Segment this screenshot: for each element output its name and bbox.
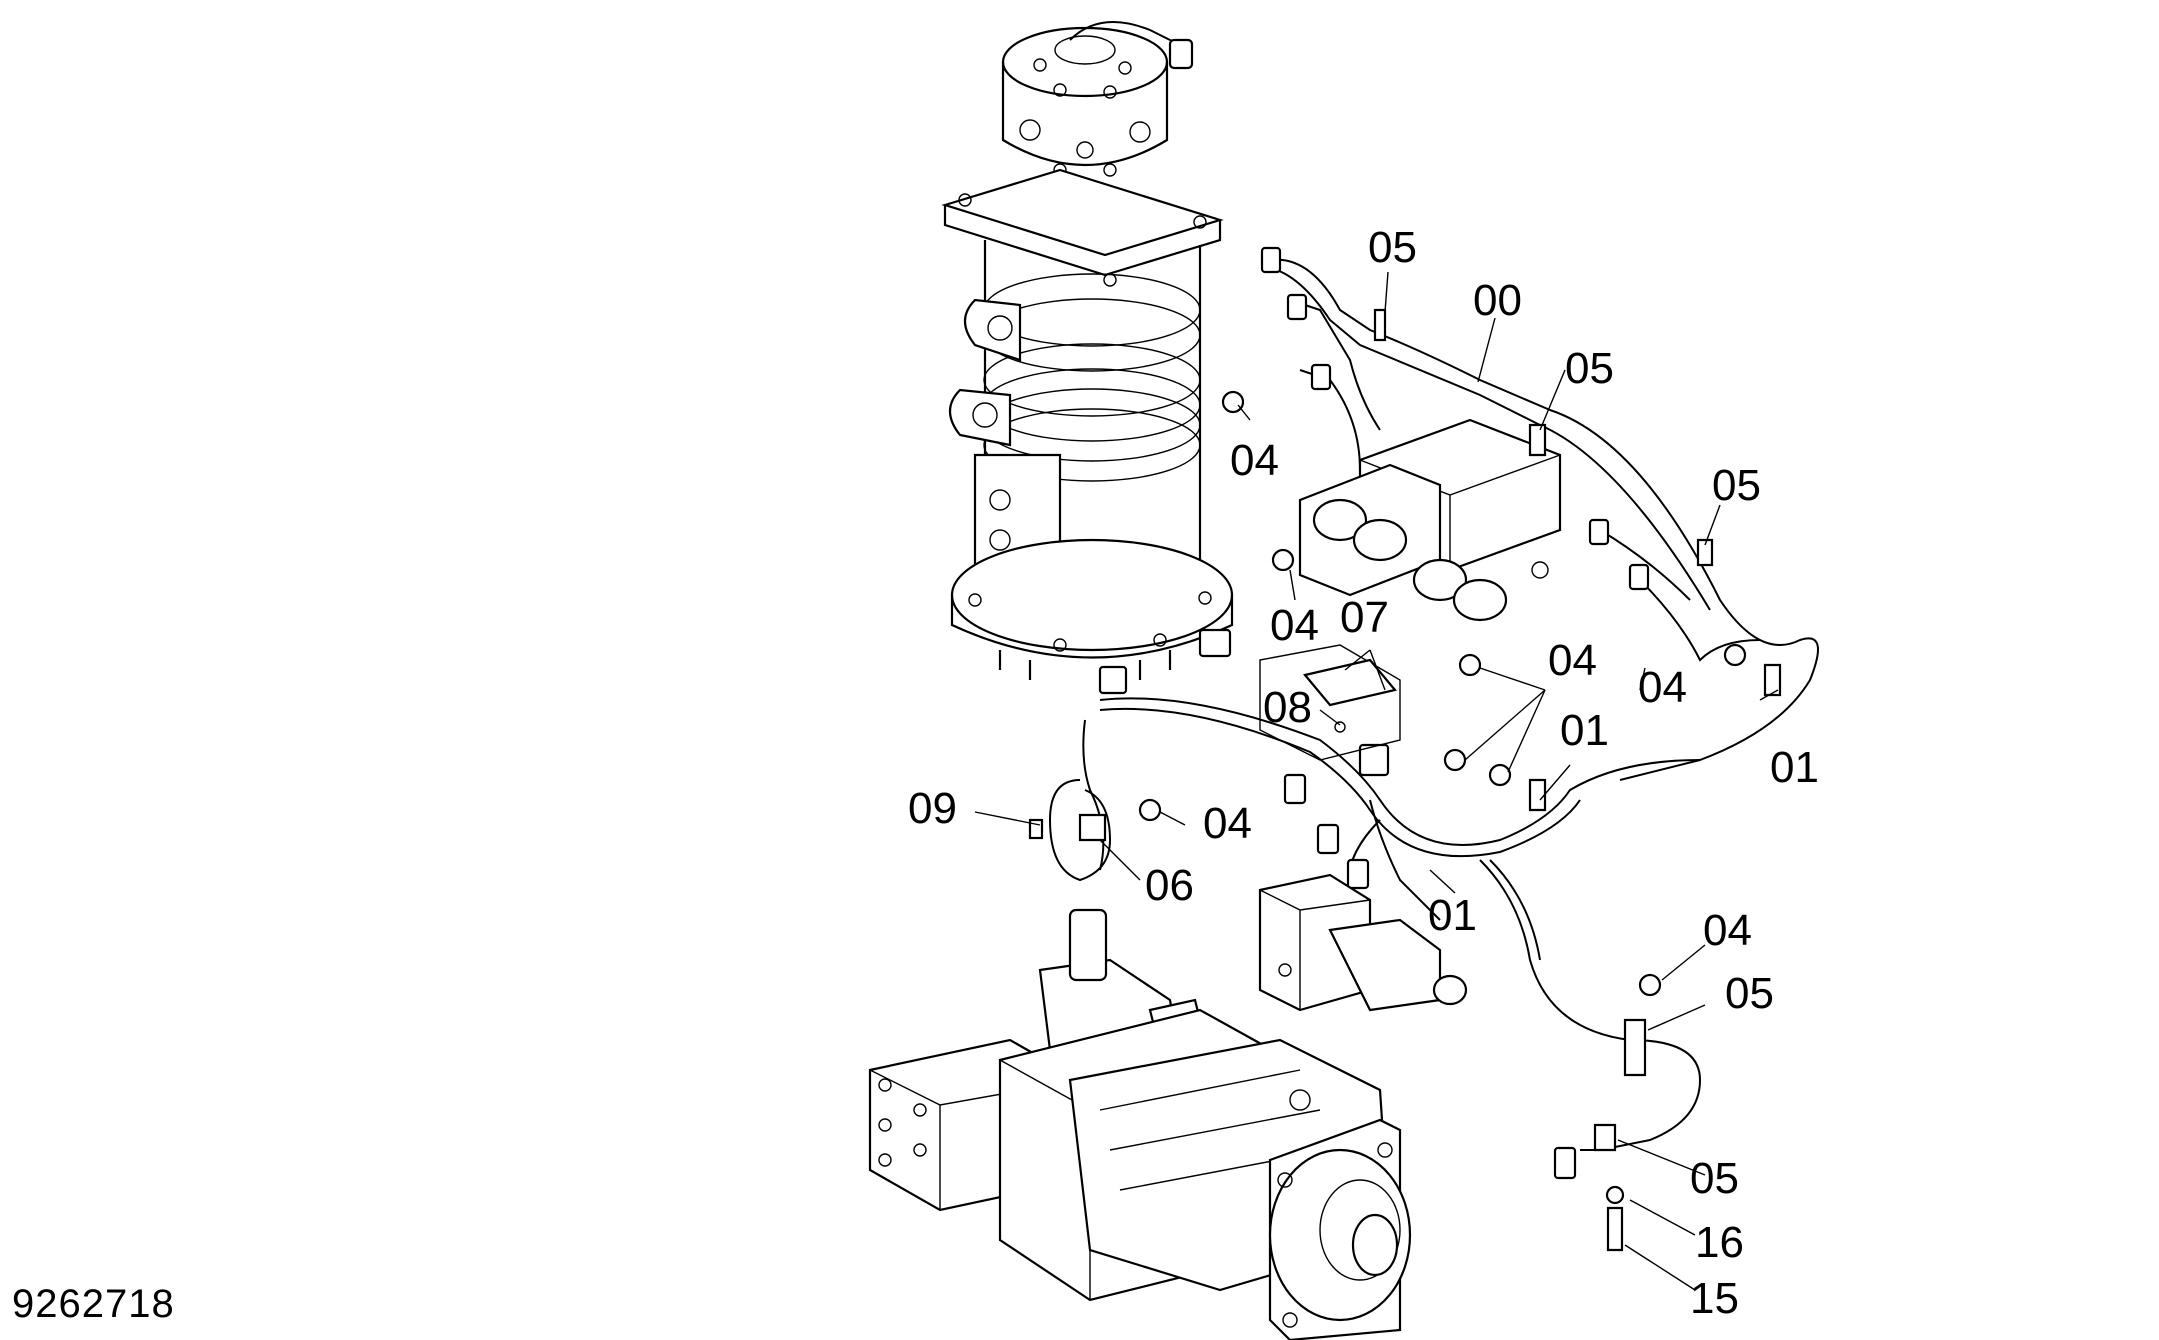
callout-04: 04: [1203, 799, 1252, 848]
callout-05: 05: [1712, 461, 1761, 510]
callout-01: 01: [1560, 706, 1609, 755]
callout-05: 05: [1725, 969, 1774, 1018]
document-number: 9262718: [12, 1282, 175, 1326]
travel-motor-illustration: [868, 908, 1412, 1340]
leader-lines: [974, 271, 1779, 1291]
callout-04: 04: [1230, 436, 1279, 485]
callout-07: 07: [1340, 593, 1389, 642]
callout-00: 00: [1473, 276, 1522, 325]
swivel-joint-illustration: [941, 21, 1234, 695]
callout-01: 01: [1770, 743, 1819, 792]
directional-valve-illustration: [1258, 873, 1468, 1012]
bracket-illustration: [1259, 644, 1401, 761]
callout-15: 15: [1690, 1274, 1739, 1323]
callout-05: 05: [1368, 223, 1417, 272]
callout-04: 04: [1270, 601, 1319, 650]
bolt-icons: [1138, 390, 1747, 1252]
callout-08: 08: [1263, 683, 1312, 732]
callout-09: 09: [908, 784, 957, 833]
callout-04: 04: [1638, 663, 1687, 712]
wiring-harness-illustration: [1082, 246, 1819, 1180]
callout-04: 04: [1548, 636, 1597, 685]
solenoid-valve-block-illustration: [1298, 418, 1562, 622]
callout-01: 01: [1428, 891, 1477, 940]
callout-numbers: 05 00 05 05 04 04 07 04 04 08 01 01 09 0…: [908, 223, 1819, 1323]
callout-04: 04: [1703, 906, 1752, 955]
sensor-clip-illustration: [1028, 779, 1112, 882]
callout-05: 05: [1690, 1154, 1739, 1203]
callout-05: 05: [1565, 344, 1614, 393]
callout-16: 16: [1695, 1218, 1744, 1267]
callout-06: 06: [1145, 861, 1194, 910]
